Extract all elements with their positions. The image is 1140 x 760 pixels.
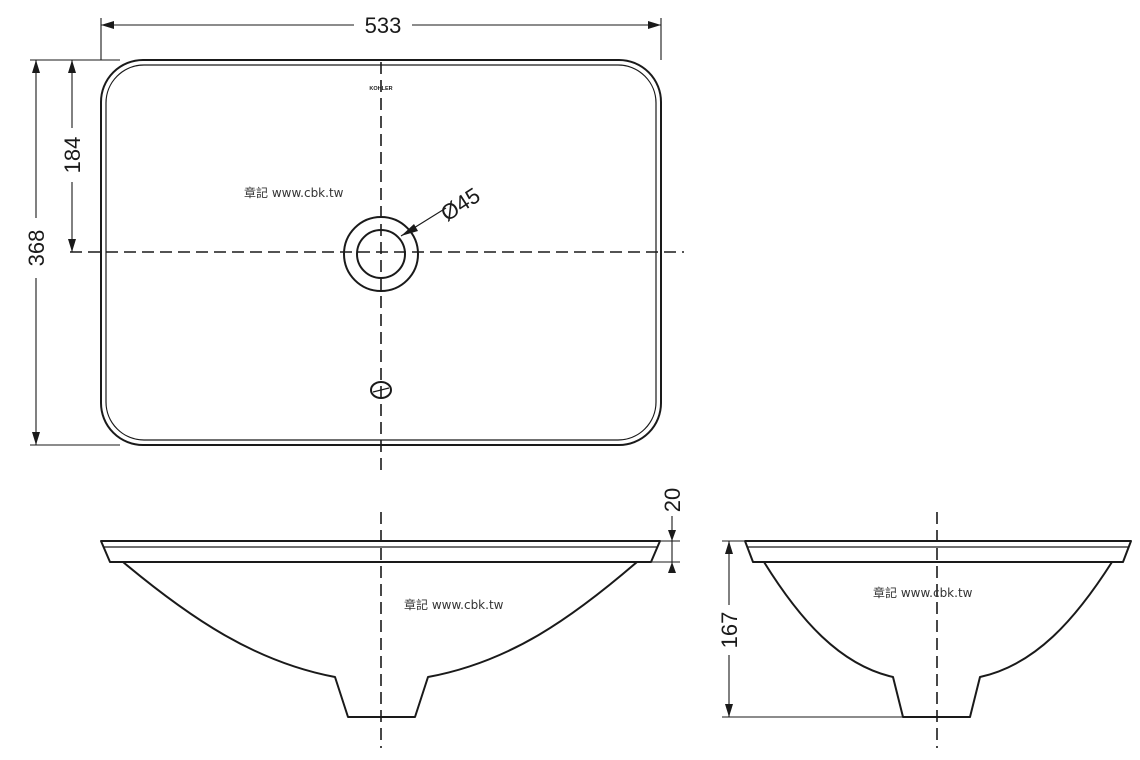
width-arrow-left xyxy=(101,21,114,29)
depth-arrow-bottom xyxy=(725,704,733,717)
height-arrow-bottom xyxy=(32,432,40,445)
side-rim xyxy=(744,540,1132,563)
width-dimension-label: 533 xyxy=(365,13,402,38)
half-height-arrow-top xyxy=(68,60,76,73)
height-arrow-top xyxy=(32,60,40,73)
drain-inner-ring xyxy=(356,229,406,279)
front-bowl-outline xyxy=(122,561,638,718)
width-arrow-right xyxy=(648,21,661,29)
rim-thickness-label: 20 xyxy=(660,488,685,512)
side-view: 章記 www.cbk.tw xyxy=(744,512,1132,748)
front-view: 章記 www.cbk.tw xyxy=(100,512,661,748)
rim-thickness-dimension: 20 xyxy=(651,488,685,573)
half-height-arrow-bottom xyxy=(68,239,76,252)
height-dimension: 368 xyxy=(24,59,120,446)
height-dimension-label: 368 xyxy=(24,230,49,267)
watermark-front: 章記 www.cbk.tw xyxy=(404,597,504,612)
width-dimension: 533 xyxy=(100,13,662,60)
rim-arrow-bottom xyxy=(668,562,676,573)
depth-dimension-label: 167 xyxy=(717,612,742,649)
drain-outer-ring xyxy=(343,216,419,292)
watermark-side: 章記 www.cbk.tw xyxy=(873,585,973,600)
top-view: KOHLER Ø45 章記 www.cbk.tw xyxy=(70,59,684,470)
overflow-hole xyxy=(370,381,392,399)
drain-diameter-arrow xyxy=(401,224,418,236)
rim-arrow-top xyxy=(668,530,676,541)
half-height-dimension: 184 xyxy=(60,60,85,252)
depth-arrow-top xyxy=(725,541,733,554)
half-height-dimension-label: 184 xyxy=(60,137,85,174)
drain-diameter-label: Ø45 xyxy=(436,183,484,227)
overflow-hole-detail xyxy=(372,387,390,393)
watermark-top: 章記 www.cbk.tw xyxy=(244,185,344,200)
brand-logo: KOHLER xyxy=(369,86,392,92)
depth-dimension: 167 xyxy=(717,540,903,718)
